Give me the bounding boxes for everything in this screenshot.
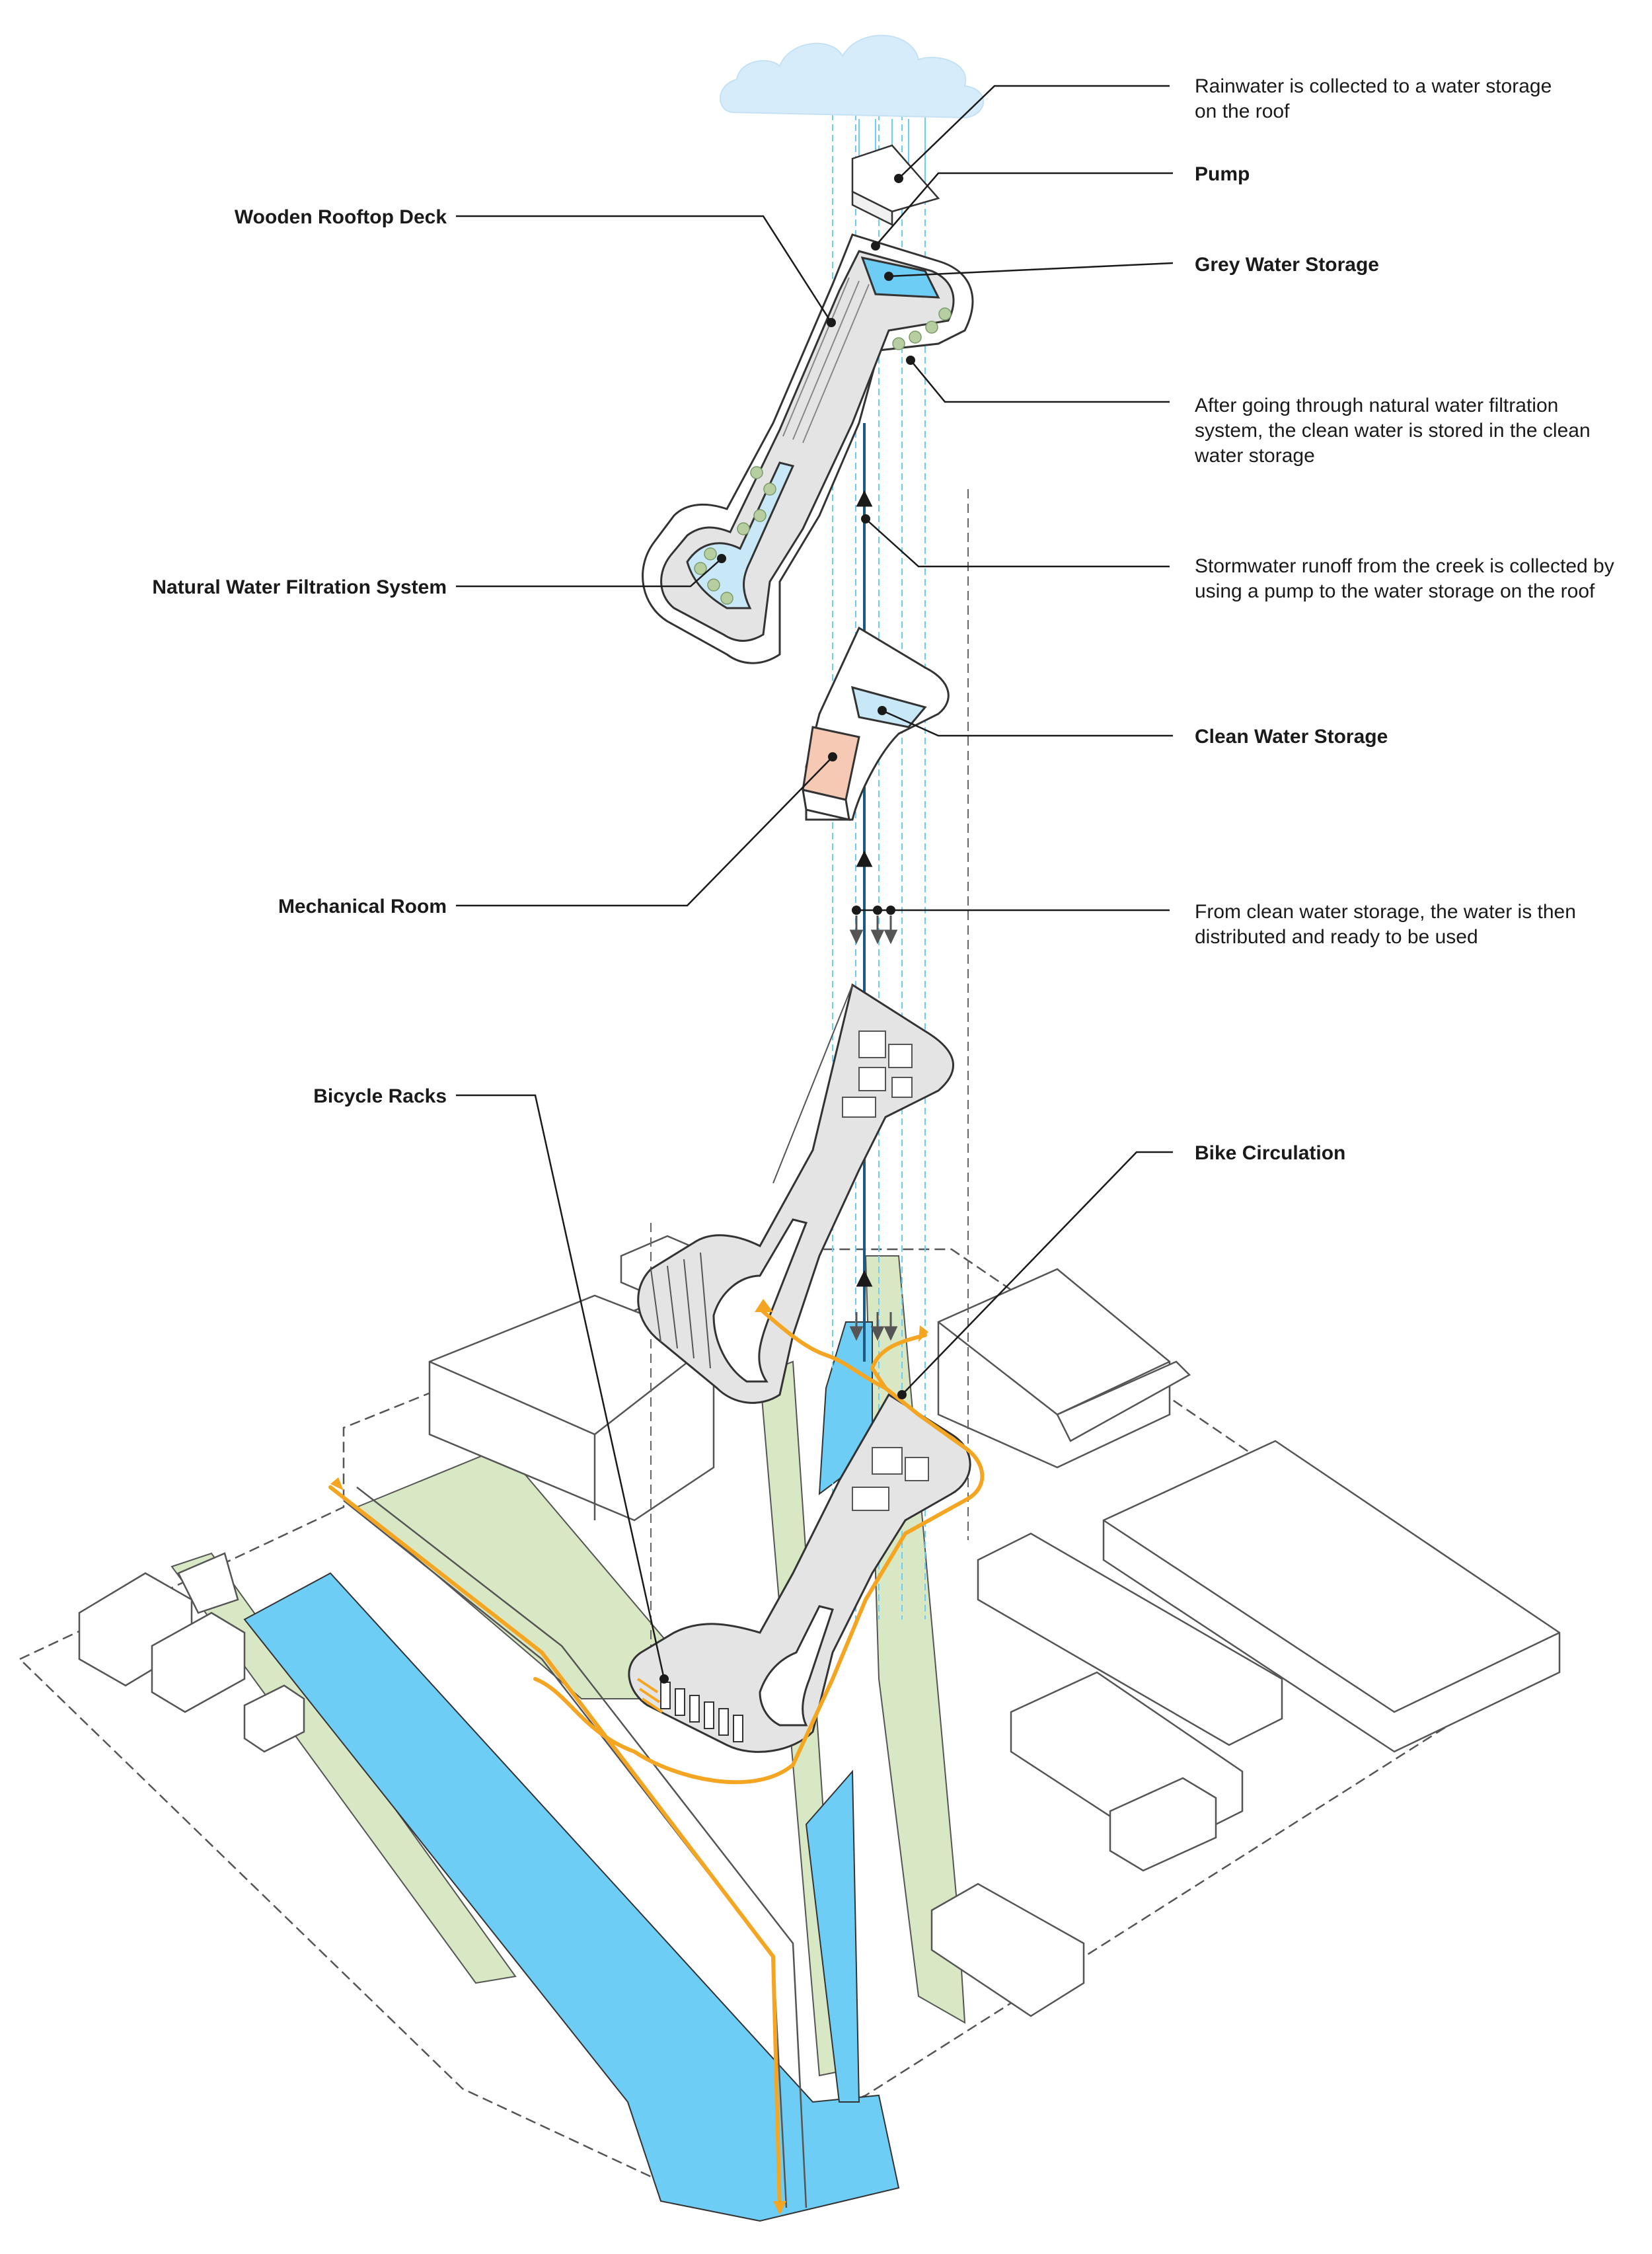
distribution-arrows [849,915,898,1341]
bike-arrow-3 [919,1325,928,1342]
label-clean-water: Clean Water Storage [1195,726,1388,748]
leader-wooden-deck [456,215,833,323]
walkway-edge-2 [356,1487,807,2208]
bicycle-racks [660,1682,743,1742]
label-bike-circulation: Bike Circulation [1195,1142,1345,1164]
leader-dots [659,174,915,1684]
leader-bicycle-racks [456,1094,665,1680]
building-right-4 [1102,1440,1561,1753]
label-pump: Pump [1195,163,1250,185]
building-bottom-right [930,1883,1085,2017]
label-distribution-line2: distributed and ready to be used [1195,926,1478,948]
label-after-filtration-line2: system, the clean water is stored in the… [1195,420,1591,442]
filtration-plants [694,307,952,605]
creek-branch [805,1769,860,2103]
leader-bike-circulation [901,1151,1173,1395]
storage-level [802,626,950,821]
ground-floor-slab [628,1393,971,1753]
roof-tank-face [851,190,893,227]
green-strip-far-left [170,1552,517,1984]
leader-filtration-system [456,558,722,588]
arrow-up-2 [856,850,873,867]
arrow-up-1 [856,490,873,507]
leader-rainwater [898,85,1170,179]
arrow-up-3 [856,1270,873,1287]
bike-path-loop [533,1333,985,1785]
building-center-back [428,1294,715,1522]
label-mechanical-room: Mechanical Room [278,896,447,917]
house-3 [177,1552,239,1614]
label-wooden-deck: Wooden Rooftop Deck [235,206,447,228]
building-right-3 [977,1532,1283,1746]
ground-floor-rooms [852,1447,929,1511]
building-right-2 [1056,1360,1191,1442]
label-stormwater-line1: Stormwater runoff from the creek is coll… [1195,555,1614,577]
leader-after-filtration [910,360,1170,403]
bike-circulation-path [328,1307,985,2213]
bike-arrow-2 [755,1299,773,1312]
upper-floor-railings [650,984,853,1369]
bike-path-arrows [330,1299,928,2214]
bike-arrow-4 [773,2201,786,2214]
mechanical-room-base [802,789,850,821]
creek [243,1321,900,2222]
ground-floor [628,1393,971,1753]
left-labels: Wooden Rooftop Deck Natural Water Filtra… [152,206,447,1107]
leader-pump [875,172,1173,247]
label-distribution-line1: From clean water storage, the water is t… [1195,901,1576,923]
label-rainwater-line2: on the roof [1195,100,1290,122]
bike-arrow-1 [330,1477,344,1491]
rooftop-deck [660,250,955,642]
label-after-filtration-line3: water storage [1194,445,1315,467]
label-grey-water: Grey Water Storage [1195,254,1379,276]
house-4 [243,1684,305,1753]
leader-clean-water [882,709,1173,737]
leader-lines [456,85,1174,1680]
walkway-edge-1 [343,1500,788,2208]
grey-water-tank [860,256,940,299]
upper-floor-rooms [842,1030,913,1118]
bike-path-upper [758,1307,887,1390]
rain-cloud [720,34,985,119]
context-buildings [78,1235,1561,2017]
creek-main [243,1572,900,2222]
house-2 [151,1612,246,1713]
upper-floor [637,983,955,1404]
label-bicycle-racks: Bicycle Racks [313,1085,447,1107]
leader-stormwater [865,518,1170,568]
label-rainwater-line1: Rainwater is collected to a water storag… [1195,75,1552,97]
cloud-icon [720,34,985,119]
deck-stripes [782,277,870,444]
flow-arrows [849,490,898,1341]
label-filtration-system: Natural Water Filtration System [152,576,447,598]
label-stormwater-line2: using a pump to the water storage on the… [1195,580,1595,602]
creek-walkway [343,1487,807,2208]
rooftop-level [642,233,974,664]
ground-floor-void [759,1605,834,1727]
bike-rack-stripes [636,1678,663,1713]
right-labels: Rainwater is collected to a water storag… [1194,75,1614,1164]
clean-water-tank [850,685,927,728]
upper-floor-void [712,1218,808,1383]
bike-path-walkway [328,1485,782,2213]
leader-mechanical-room [456,756,833,907]
filtration-loop [686,461,795,609]
building-far-right [1109,1777,1217,1872]
label-after-filtration-line1: After going through natural water filtra… [1195,395,1558,416]
leader-grey-water [888,262,1174,278]
building-right-4-edge [1103,1519,1560,1713]
